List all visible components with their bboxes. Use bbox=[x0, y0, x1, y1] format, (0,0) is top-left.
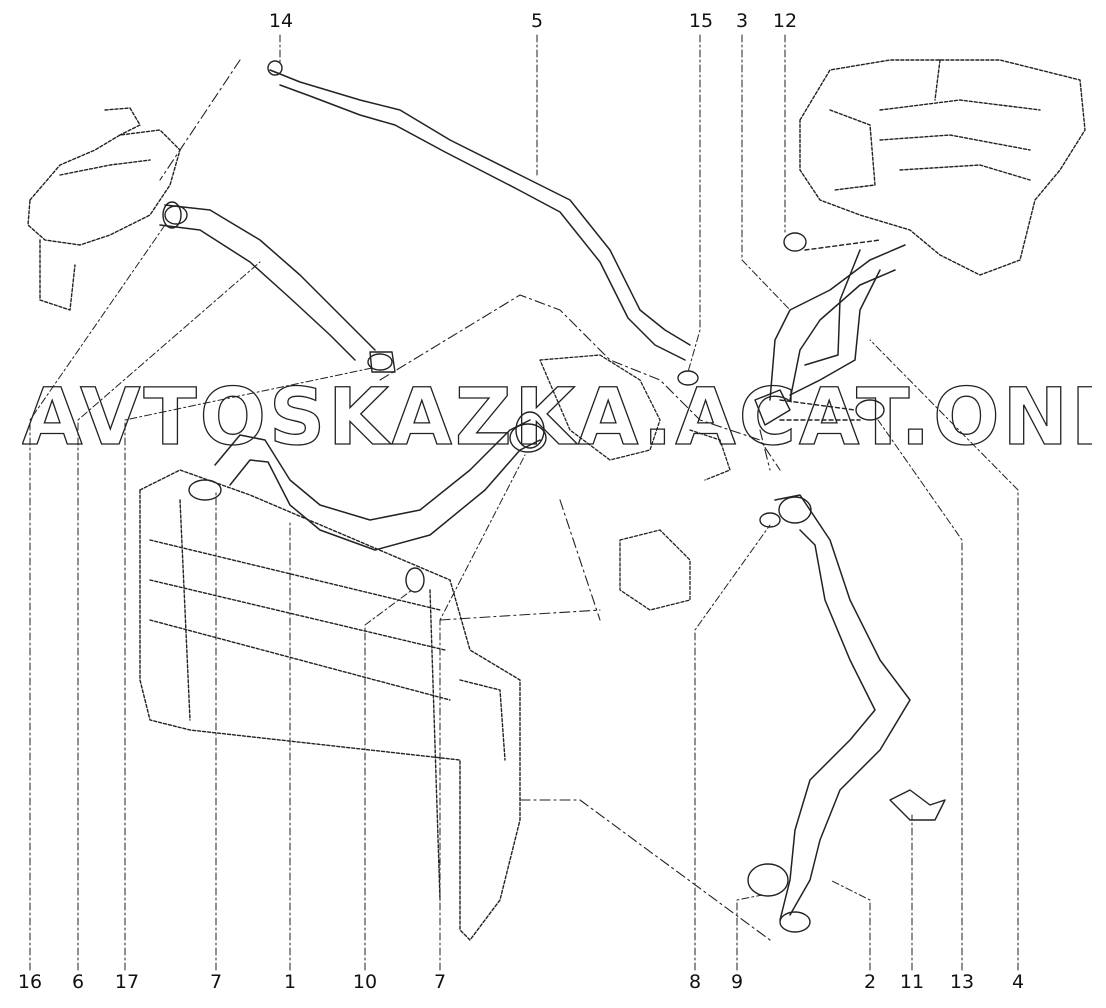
callout-8: 8 bbox=[688, 971, 702, 993]
clamp-17 bbox=[367, 353, 393, 371]
clamp-16 bbox=[164, 205, 188, 225]
hose-5 bbox=[269, 69, 691, 361]
connector-3 bbox=[754, 389, 791, 426]
hose-3 bbox=[769, 244, 906, 401]
hose-2 bbox=[774, 494, 911, 921]
clamp-9 bbox=[747, 863, 789, 897]
callout-11: 11 bbox=[899, 971, 925, 993]
callout-14: 14 bbox=[268, 10, 294, 32]
clamp-7a bbox=[188, 479, 222, 501]
clamp-7b bbox=[509, 423, 547, 453]
expansion-tank bbox=[27, 107, 181, 311]
hose-6 bbox=[159, 204, 376, 361]
callout-4: 4 bbox=[1011, 971, 1025, 993]
callout-10: 10 bbox=[352, 971, 378, 993]
clamp-14 bbox=[267, 60, 283, 76]
callout-17: 17 bbox=[114, 971, 140, 993]
clamp-13 bbox=[855, 399, 885, 421]
callout-2: 2 bbox=[863, 971, 877, 993]
clamps bbox=[164, 60, 946, 897]
callout-5: 5 bbox=[530, 10, 544, 32]
watermark: AVTOSKAZKA.ACAT.ONLINE bbox=[22, 372, 1092, 463]
callout-7-right: 7 bbox=[433, 971, 447, 993]
heater-unit bbox=[799, 59, 1086, 276]
leader-lines bbox=[29, 34, 1019, 971]
clamp-11 bbox=[889, 789, 946, 821]
hose-4 bbox=[789, 249, 881, 396]
callout-7-left: 7 bbox=[209, 971, 223, 993]
clamp-8 bbox=[759, 512, 781, 528]
hose-1 bbox=[214, 419, 541, 551]
callout-1: 1 bbox=[283, 971, 297, 993]
hose-2-top bbox=[778, 496, 812, 524]
connection-arrows bbox=[779, 239, 881, 421]
callout-13: 13 bbox=[949, 971, 975, 993]
radiator bbox=[139, 469, 521, 941]
callout-16: 16 bbox=[17, 971, 43, 993]
clamp-12 bbox=[783, 232, 807, 252]
engine-fragment bbox=[539, 354, 731, 611]
connector-17 bbox=[369, 351, 396, 373]
callout-9: 9 bbox=[730, 971, 744, 993]
callout-12: 12 bbox=[772, 10, 798, 32]
hose-2-end bbox=[779, 911, 811, 933]
callout-15: 15 bbox=[688, 10, 714, 32]
hose-1-end bbox=[515, 411, 545, 449]
callout-3: 3 bbox=[735, 10, 749, 32]
callout-6: 6 bbox=[71, 971, 85, 993]
clamp-15 bbox=[677, 370, 699, 386]
watermark-text: AVTOSKAZKA.ACAT.ONLINE bbox=[22, 373, 1092, 463]
hose-6-end bbox=[162, 201, 182, 229]
engine-outline bbox=[159, 59, 781, 941]
clamp-10 bbox=[405, 567, 425, 593]
